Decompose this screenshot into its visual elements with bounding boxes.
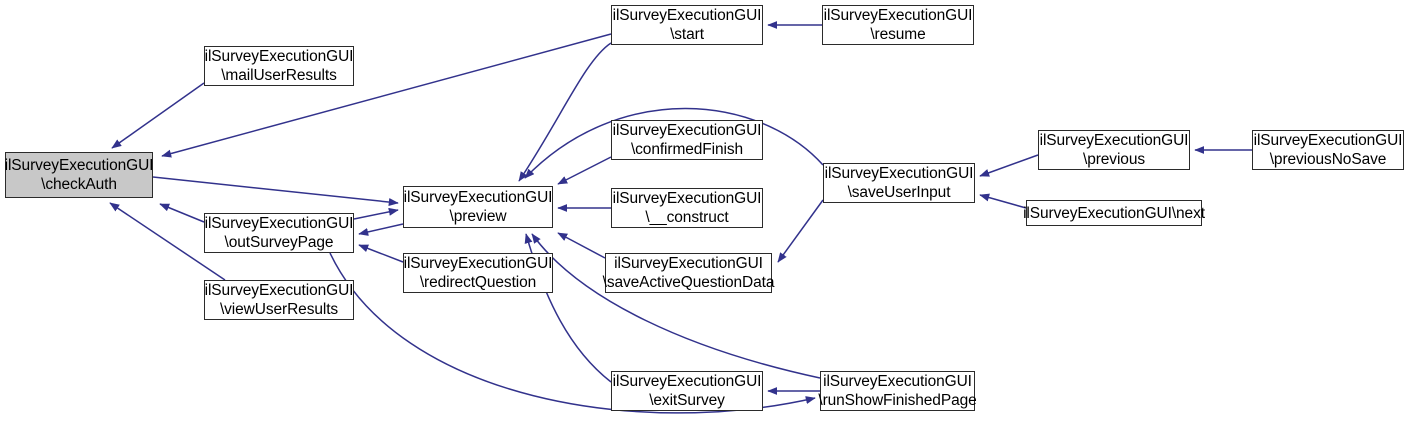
node-label-line1: ilSurveyExecutionGUI	[1253, 132, 1403, 149]
node-label-line1: ilSurveyExecutionGUI	[823, 373, 972, 390]
node-label-line2: \saveUserInput	[847, 184, 951, 201]
node-label-line2: \viewUserResults	[219, 301, 339, 318]
graph-node-checkAuth[interactable]: ilSurveyExecutionGUI \checkAuth	[5, 152, 153, 198]
node-label-line2: \confirmedFinish	[630, 141, 744, 158]
node-label-line1: ilSurveyExecutionGUI	[612, 122, 762, 139]
node-label-line2: \outSurveyPage	[224, 234, 334, 251]
edge-start-preview	[518, 42, 612, 182]
graph-node-previous[interactable]: ilSurveyExecutionGUI \previous	[1038, 130, 1190, 170]
graph-node-runShowFinishedPage[interactable]: ilSurveyExecutionGUI \runShowFinishedPage	[818, 371, 977, 411]
node-label-line2: \start	[670, 26, 704, 43]
node-label-line2: \previous	[1083, 151, 1145, 168]
node-label-line2: \runShowFinishedPage	[818, 392, 977, 409]
node-label-line2: \redirectQuestion	[419, 274, 537, 291]
graph-node-next[interactable]: ilSurveyExecutionGUI\next	[1023, 200, 1205, 226]
node-label-line1: ilSurveyExecutionGUI	[823, 7, 973, 24]
edge-outSurveyPage-preview	[353, 207, 399, 220]
edge-saveUserInput-saveActiveQuestionData	[777, 199, 824, 263]
node-label-line2: \mailUserResults	[221, 67, 337, 84]
edge-outSurveyPage-checkAuth	[159, 203, 205, 223]
node-label-line1: ilSurveyExecutionGUI	[612, 373, 762, 390]
node-label-line1: ilSurveyExecutionGUI	[1039, 132, 1189, 149]
node-label-line1: ilSurveyExecutionGUI	[612, 7, 762, 24]
graph-node-mailUserResults[interactable]: ilSurveyExecutionGUI \mailUserResults	[204, 46, 354, 86]
node-label-line2: \resume	[870, 26, 926, 43]
node-label-line1: ilSurveyExecutionGUI	[204, 48, 354, 65]
edge-previous-saveUserInput	[979, 154, 1039, 177]
graph-node-outSurveyPage[interactable]: ilSurveyExecutionGUI \outSurveyPage	[204, 213, 354, 253]
graph-node-resume[interactable]: ilSurveyExecutionGUI \resume	[822, 5, 974, 45]
node-label-line1: ilSurveyExecutionGUI\next	[1023, 204, 1205, 222]
node-label-line2: \previousNoSave	[1269, 151, 1387, 168]
node-label-line2: \__construct	[645, 209, 729, 226]
node-label-line1: ilSurveyExecutionGUI	[403, 189, 553, 206]
node-label-line1: ilSurveyExecutionGUI	[612, 190, 762, 207]
node-label-line1: ilSurveyExecutionGUI	[403, 255, 553, 272]
edge-redirectQuestion-outSurveyPage	[358, 244, 404, 263]
node-label-line1: ilSurveyExecutionGUI	[824, 165, 974, 182]
node-label-line1: ilSurveyExecutionGUI	[4, 157, 154, 174]
node-label-line2: \saveActiveQuestionData	[602, 274, 775, 291]
edge-preview-outSurveyPage	[358, 223, 404, 236]
node-label-line2: \exitSurvey	[649, 392, 725, 409]
graph-node-exitSurvey[interactable]: ilSurveyExecutionGUI \exitSurvey	[611, 371, 763, 411]
graph-node-preview[interactable]: ilSurveyExecutionGUI \preview	[403, 186, 553, 228]
node-label-line1: ilSurveyExecutionGUI	[614, 255, 763, 272]
graph-node-redirectQuestion[interactable]: ilSurveyExecutionGUI \redirectQuestion	[403, 253, 553, 293]
graph-node-__construct[interactable]: ilSurveyExecutionGUI \__construct	[611, 188, 763, 228]
node-label-line1: ilSurveyExecutionGUI	[204, 282, 354, 299]
edge-checkAuth-preview	[152, 176, 399, 207]
edge-confirmedFinish-preview	[557, 156, 612, 185]
edge-saveActiveQuestionData-preview	[557, 232, 606, 259]
graph-node-confirmedFinish[interactable]: ilSurveyExecutionGUI \confirmedFinish	[611, 120, 763, 160]
edge-next-saveUserInput	[979, 193, 1027, 209]
node-label-line2: \checkAuth	[41, 176, 117, 193]
edge-mailUserResults-checkAuth	[111, 82, 205, 149]
graph-node-start[interactable]: ilSurveyExecutionGUI \start	[611, 5, 763, 45]
graph-node-previousNoSave[interactable]: ilSurveyExecutionGUI \previousNoSave	[1252, 130, 1404, 170]
graph-node-saveUserInput[interactable]: ilSurveyExecutionGUI \saveUserInput	[823, 163, 975, 203]
node-label-line1: ilSurveyExecutionGUI	[204, 215, 354, 232]
graph-node-saveActiveQuestionData[interactable]: ilSurveyExecutionGUI \saveActiveQuestionD…	[602, 253, 775, 293]
graph-node-viewUserResults[interactable]: ilSurveyExecutionGUI \viewUserResults	[204, 280, 354, 320]
node-label-line2: \preview	[449, 208, 507, 225]
